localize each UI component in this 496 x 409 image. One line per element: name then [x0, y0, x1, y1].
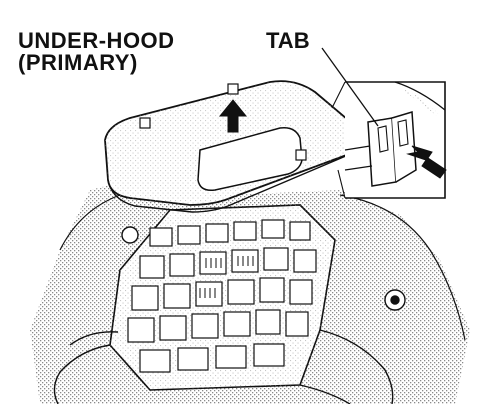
relay [205, 223, 229, 243]
relay [191, 313, 219, 339]
relay [255, 309, 281, 335]
relay [199, 251, 227, 275]
tab-detail-inset [344, 81, 447, 199]
relay [169, 253, 195, 277]
tab-leader-line [321, 47, 379, 127]
inset-connector-lines [331, 81, 346, 199]
relay [195, 281, 223, 307]
relay [163, 283, 191, 309]
relay [177, 347, 209, 371]
relay [253, 343, 285, 367]
engine-bay-contour [339, 194, 466, 341]
relay [223, 311, 251, 337]
relay [233, 221, 257, 241]
relay [131, 285, 159, 311]
diagram-title-line-2: (PRIMARY) [18, 50, 138, 75]
relay [259, 277, 285, 303]
relay [231, 249, 259, 273]
relay [139, 255, 165, 279]
fuse-box-cover [104, 80, 366, 213]
relay [263, 247, 289, 271]
relay [159, 315, 187, 341]
relay [289, 279, 313, 305]
relay [215, 345, 247, 369]
relay [285, 311, 309, 337]
relay [289, 221, 311, 241]
relay [139, 349, 171, 373]
relay [293, 249, 317, 273]
relay [177, 225, 201, 245]
fuse-relay-grid [127, 219, 317, 373]
relay [127, 317, 155, 343]
wiring-harness [53, 226, 406, 405]
fuse-strip [199, 256, 254, 298]
relay [149, 227, 173, 247]
tab-callout-label: TAB [266, 28, 310, 53]
press-arrow-icon [406, 145, 447, 179]
diagram-title-line-1: UNDER-HOOD [18, 28, 175, 53]
relay [227, 279, 255, 305]
lift-arrow-icon [218, 99, 248, 133]
relay [261, 219, 285, 239]
tab-latch [391, 111, 417, 183]
